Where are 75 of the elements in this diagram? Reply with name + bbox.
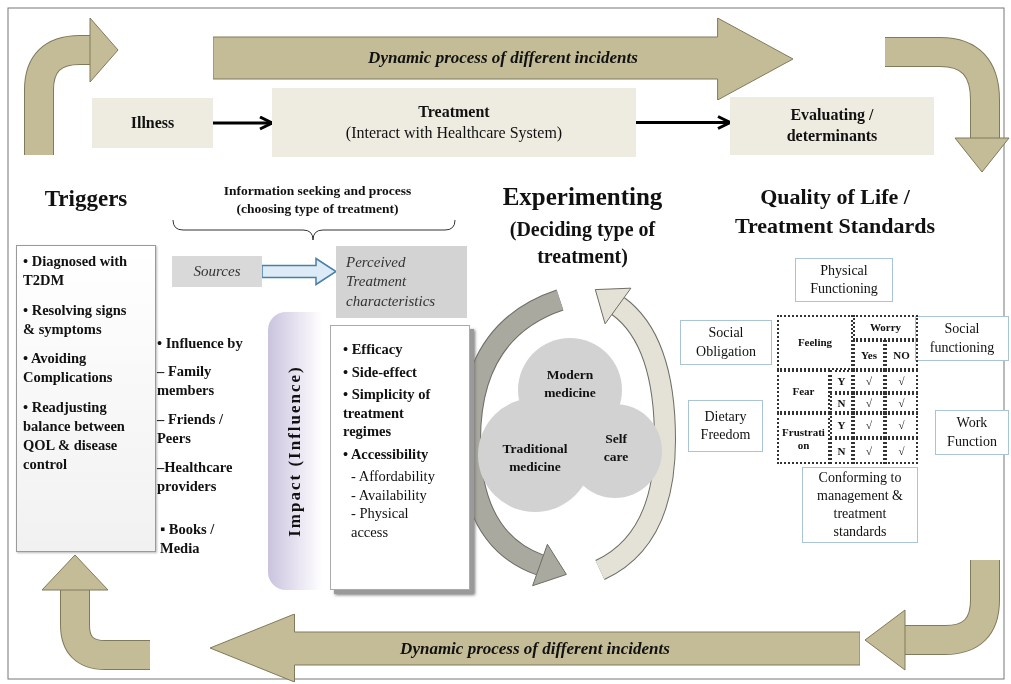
- table-cell: Worry: [853, 315, 918, 340]
- list-item: - Physical access: [350, 504, 410, 542]
- category-box: [935, 410, 1009, 455]
- list-item: • Efficacy: [343, 340, 404, 359]
- table-cell: Fear: [777, 370, 830, 413]
- arrow: [636, 115, 732, 130]
- table-cell: Feeling: [777, 315, 853, 370]
- box-text: Physical Functioning: [809, 261, 879, 298]
- list-item: • Simplicity of treatment regimes: [343, 385, 432, 441]
- table-cell: Frustration: [777, 413, 830, 464]
- section-heading: Quality of Life / Treatment Standards: [733, 183, 937, 240]
- category-box: [795, 258, 893, 302]
- process-box: [730, 97, 934, 155]
- list-item: • Resolving signs & symptoms: [23, 300, 128, 339]
- banner-arrow: [210, 614, 860, 682]
- banner-arrow: [213, 18, 793, 100]
- box-text: Illness: [130, 112, 175, 133]
- table-cell: NO: [885, 340, 918, 370]
- block-arrow: [261, 257, 338, 286]
- arrow: [213, 115, 274, 131]
- table-cell: √: [885, 413, 918, 438]
- list-item: - Availability: [350, 485, 428, 505]
- box-text: Social Obligation: [695, 324, 757, 361]
- table-cell: √: [853, 438, 885, 464]
- table-cell: N: [830, 438, 853, 464]
- category-box: [915, 316, 1009, 361]
- circle-text: Traditional medicine: [501, 440, 569, 476]
- box-text: Sources: [193, 261, 241, 281]
- category-box: [680, 320, 772, 365]
- section-heading: Experimenting: [501, 183, 664, 212]
- circle-text: Modern medicine: [543, 366, 597, 402]
- banner-text: Dynamic process of different incidents: [368, 48, 638, 68]
- band-text: Impact (Influence): [285, 365, 305, 537]
- box-text: Work Function: [946, 414, 998, 451]
- list-item: • Accessibility: [343, 444, 430, 464]
- box-text: Treatment: [418, 101, 490, 122]
- list-item: - Affordability: [350, 467, 436, 486]
- table-cell: √: [885, 393, 918, 413]
- table-cell: √: [853, 393, 885, 413]
- box-text: Dietary Freedom: [699, 407, 752, 444]
- list-item: – Friends / Peers: [157, 410, 225, 448]
- category-box: [802, 467, 918, 543]
- box-text: Evaluating / determinants: [785, 105, 879, 146]
- list-item: – Family members: [157, 362, 216, 400]
- box-text: Conforming to management & treatment standards: [816, 468, 904, 542]
- table-cell: Y: [830, 413, 853, 438]
- table-cell: Y: [830, 370, 853, 393]
- list-item: • Diagnosed with T2DM: [23, 252, 129, 290]
- table-cell: √: [853, 413, 885, 438]
- circle-cluster: [478, 338, 662, 512]
- list-item: • Side-effect: [343, 362, 418, 382]
- table-cell: √: [853, 370, 885, 393]
- table-cell: √: [885, 438, 918, 464]
- table-cell: N: [830, 393, 853, 413]
- table-cell: √: [885, 370, 918, 393]
- list-item: • Readjusting balance between QOL & disease control: [23, 398, 126, 474]
- box-text: Social functioning: [928, 320, 996, 357]
- list-item: –Healthcare providers: [157, 458, 234, 496]
- list-item: • Influence by: [157, 334, 244, 353]
- table-cell: Yes: [853, 340, 885, 370]
- box-text: (Interact with Healthcare System): [345, 122, 563, 144]
- box-text: Perceived Treatment characteristics: [346, 252, 437, 311]
- list-item: ▪ Books / Media: [160, 520, 216, 558]
- label-heading: Information seeking and process (choosing type of treatment): [222, 182, 413, 219]
- process-box: [172, 256, 262, 287]
- list-item: • Avoiding Complications: [23, 349, 114, 388]
- influence-band: [268, 312, 322, 590]
- section-heading: (Deciding type of treatment): [508, 217, 657, 270]
- circle-text: Self care: [602, 430, 630, 466]
- banner-text: Dynamic process of different incidents: [400, 638, 670, 659]
- category-box: [688, 400, 763, 452]
- process-box: [336, 246, 467, 318]
- process-box: [272, 88, 636, 157]
- section-heading: Triggers: [43, 186, 129, 212]
- process-box: [92, 98, 213, 148]
